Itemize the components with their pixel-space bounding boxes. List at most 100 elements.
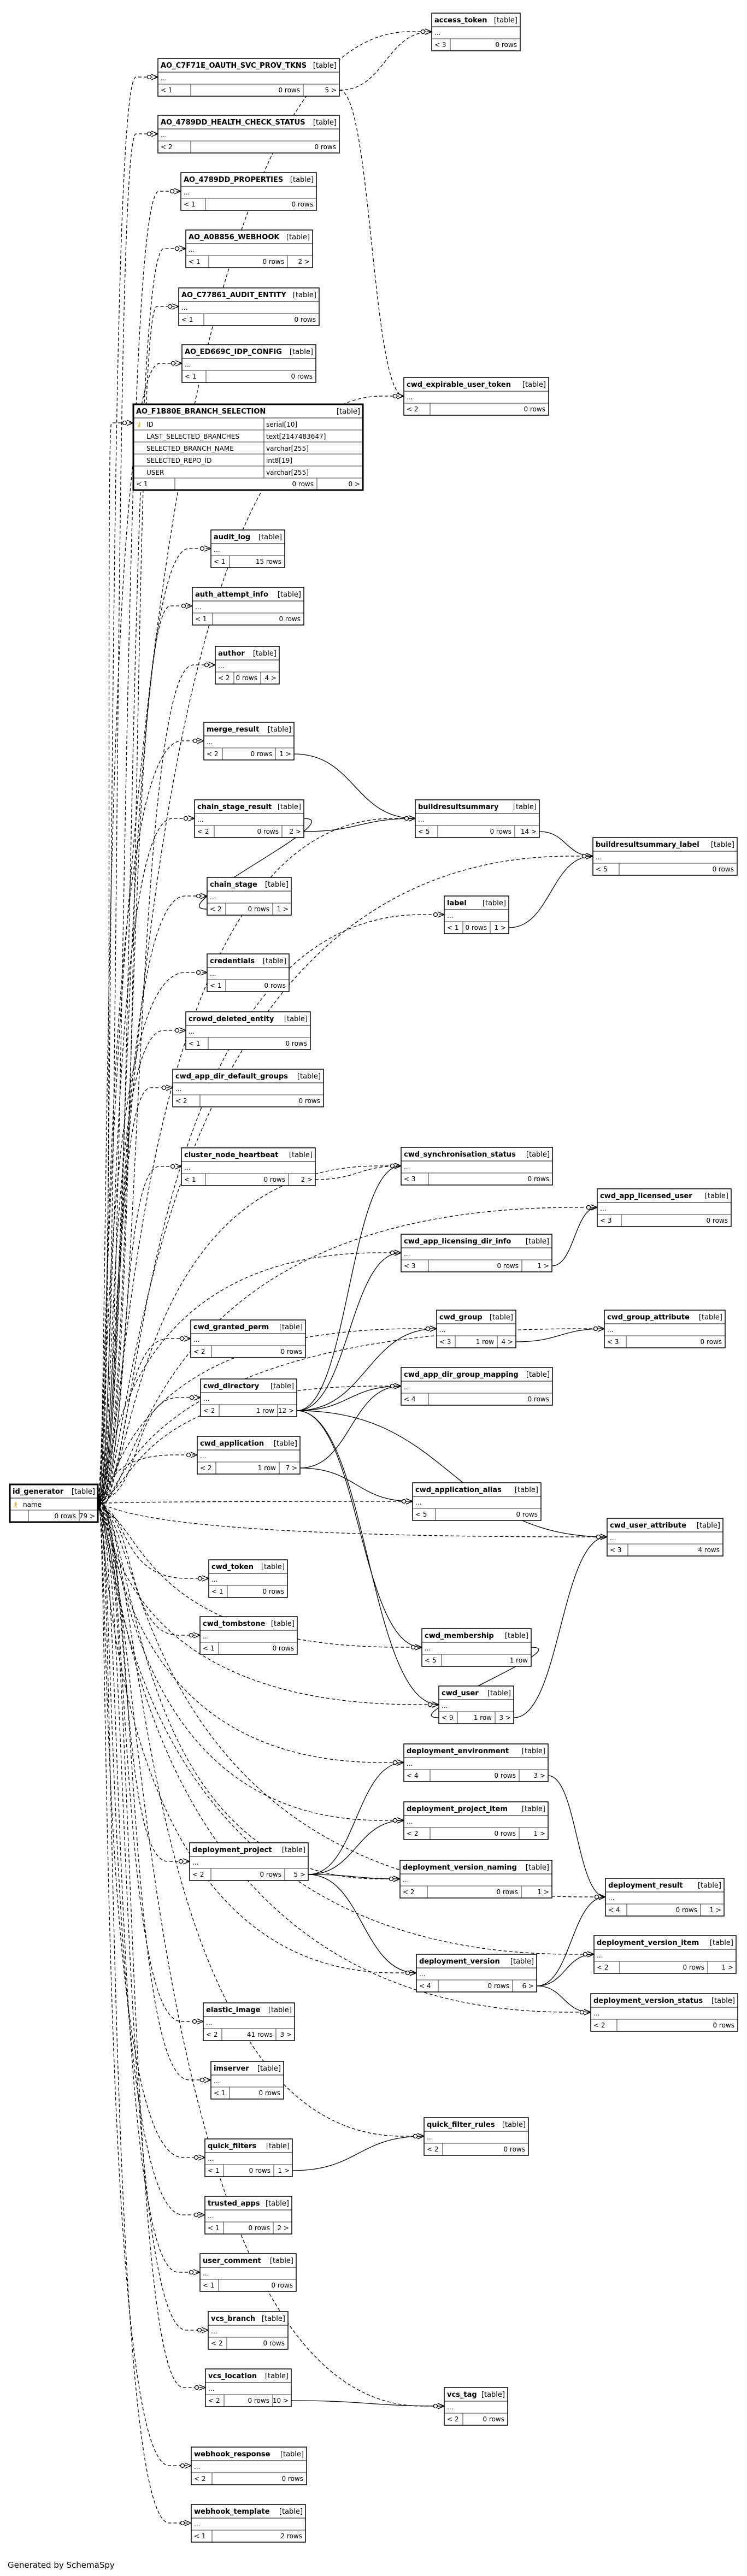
parent-count[interactable]: < 2 [192,1871,204,1878]
parent-count[interactable]: < 3 [439,1338,451,1346]
child-count[interactable]: 1 > [709,1906,721,1914]
child-count[interactable]: 5 > [325,86,337,94]
child-count[interactable]: 6 > [522,1982,534,1990]
parent-count[interactable]: < 2 [407,1830,419,1837]
parent-count[interactable]: < 1 [185,373,197,380]
parent-count[interactable]: < 1 [203,1644,215,1652]
parent-count[interactable]: < 1 [195,615,207,623]
parent-count[interactable]: < 1 [184,1176,196,1183]
parent-count[interactable]: < 1 [189,258,201,266]
child-count[interactable]: 2 > [301,1176,313,1183]
parent-count[interactable]: < 2 [203,1407,215,1414]
parent-count[interactable]: < 2 [193,1348,205,1355]
parent-count[interactable]: < 2 [407,405,419,413]
parent-count[interactable]: < 3 [434,41,446,49]
parent-count[interactable]: < 1 [184,201,196,208]
child-count[interactable]: 3 > [499,1714,511,1722]
child-count[interactable]: 2 > [277,2224,289,2232]
parent-count[interactable]: < 2 [200,1464,212,1472]
parent-count[interactable]: < 2 [597,1964,609,1971]
child-count[interactable]: 7 > [285,1464,297,1472]
parent-count[interactable]: < 1 [194,2532,206,2540]
child-count[interactable]: 14 > [521,828,537,835]
parent-count[interactable]: < 3 [607,1338,619,1346]
parent-count[interactable]: < 3 [600,1217,612,1224]
child-count[interactable]: 2 > [289,828,301,835]
parent-count[interactable]: < 1 [208,2224,220,2232]
child-count[interactable]: 1 > [494,924,506,932]
parent-count[interactable]: < 5 [418,828,430,835]
table-ao-c7f71e[interactable]: AO_C7F71E_OAUTH_SVC_PROV_TKNS[table]...<… [157,58,340,97]
child-count[interactable]: 1 > [533,1830,545,1837]
parent-count[interactable]: < 2 [210,905,222,913]
parent-count[interactable]: < 2 [208,2397,220,2404]
parent-count[interactable]: < 9 [442,1714,454,1722]
parent-count[interactable]: < 5 [596,865,608,873]
child-count[interactable]: 4 > [264,674,277,682]
parent-count[interactable]: < 4 [404,1395,416,1403]
parent-count[interactable]: < 1 [447,924,459,932]
child-count[interactable]: 1 > [278,2167,290,2174]
child-count[interactable]: 10 > [273,2397,289,2404]
parent-count[interactable]: < 2 [207,750,219,758]
child-count[interactable]: 1 > [279,750,291,758]
parent-count[interactable]: < 1 [189,1040,201,1047]
child-count[interactable]: 1 > [537,1888,549,1896]
table-ao-4789dd-health[interactable]: AO_4789DD_HEALTH_CHECK_STATUS[table]...<… [157,115,340,154]
parent-count[interactable]: < 1 [211,1588,223,1595]
parent-count[interactable]: < 2 [161,143,173,151]
parent-count[interactable]: < 2 [218,674,230,682]
parent-count[interactable]: < 2 [403,1888,415,1896]
child-count[interactable]: 3 > [280,2031,292,2038]
child-count[interactable]: 1 > [537,1262,549,1270]
child-count[interactable]: 79 > [79,1512,95,1520]
parent-count[interactable]: < 1 [203,2282,215,2289]
parent-count[interactable]: < 2 [197,828,209,835]
parent-count[interactable]: < 2 [206,2031,218,2038]
parent-count[interactable]: < 1 [210,982,222,989]
parent-count[interactable]: < 3 [404,1262,416,1270]
parent-count[interactable]: < 5 [415,1511,427,1518]
parent-count[interactable]: < 2 [447,2415,459,2423]
child-count[interactable]: 2 > [298,258,310,266]
parent-count[interactable]: < 5 [425,1657,437,1664]
